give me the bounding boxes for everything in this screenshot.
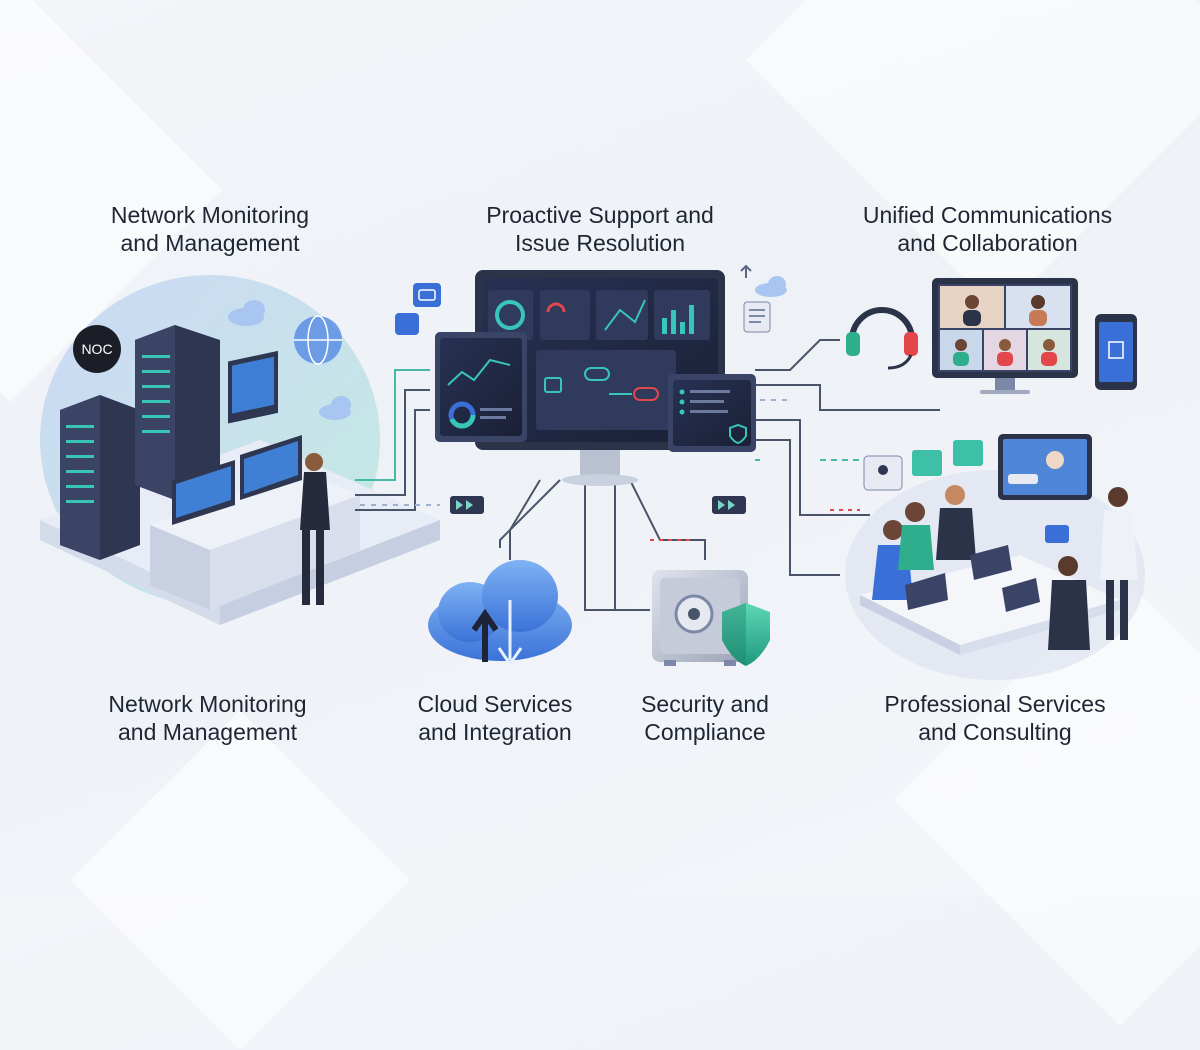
operator-person bbox=[300, 453, 330, 605]
smartphone-icon bbox=[1095, 314, 1137, 390]
data-packets bbox=[450, 496, 746, 514]
unified-comms-illustration bbox=[846, 278, 1137, 394]
server-rack-icon bbox=[135, 325, 220, 500]
label-top-center-line2: Issue Resolution bbox=[514, 230, 686, 256]
label-top-right-line1: Unified Communications bbox=[862, 202, 1113, 228]
noc-workstation bbox=[40, 275, 440, 625]
illustration bbox=[40, 264, 1145, 680]
label-bottom-right-line2: and Consulting bbox=[918, 719, 1072, 745]
label-top-left-line1: Network Monitoring bbox=[110, 202, 310, 228]
cloud-icon bbox=[755, 276, 787, 297]
cloud-icon bbox=[319, 396, 351, 420]
analytics-panel bbox=[435, 332, 527, 442]
label-bottom-left-line1: Network Monitoring bbox=[108, 691, 307, 717]
label-top-left: Network Monitoring and Management bbox=[100, 201, 320, 257]
main-dashboard-monitor bbox=[475, 270, 725, 486]
label-bottom-left: Network Monitoring and Management bbox=[95, 690, 320, 746]
chat-bubble-icon bbox=[863, 440, 983, 491]
noc-badge: NOC bbox=[73, 325, 121, 373]
monitor-icon bbox=[228, 350, 278, 424]
wall-display bbox=[998, 434, 1092, 500]
video-call-monitor bbox=[932, 278, 1078, 394]
label-bottom-cloud-line2: and Integration bbox=[418, 719, 572, 745]
connector-lines bbox=[355, 339, 940, 611]
team-member bbox=[1100, 487, 1138, 640]
monitor-icon bbox=[240, 435, 302, 500]
label-top-center: Proactive Support and Issue Resolution bbox=[470, 201, 730, 257]
team-member bbox=[898, 502, 934, 570]
headset-icon bbox=[846, 307, 918, 370]
label-top-center-line1: Proactive Support and bbox=[486, 202, 714, 228]
server-rack-icon bbox=[60, 395, 140, 560]
security-panel bbox=[668, 374, 756, 452]
label-top-right-line2: and Collaboration bbox=[897, 230, 1078, 256]
label-bottom-cloud: Cloud Services and Integration bbox=[405, 690, 585, 746]
cloud-icon bbox=[228, 300, 265, 326]
team-member bbox=[1048, 556, 1090, 650]
label-bottom-left-line2: and Management bbox=[117, 719, 297, 745]
label-bottom-security-line2: Compliance bbox=[644, 719, 766, 745]
label-top-left-line2: and Management bbox=[120, 230, 300, 256]
monitor-icon bbox=[172, 460, 235, 525]
label-bottom-security-line1: Security and bbox=[641, 691, 769, 717]
shield-icon bbox=[722, 603, 770, 666]
label-bottom-security: Security and Compliance bbox=[620, 690, 790, 746]
consulting-meeting bbox=[845, 434, 1145, 680]
label-bottom-right: Professional Services and Consulting bbox=[870, 690, 1120, 746]
globe-icon bbox=[294, 315, 342, 365]
cloud-icon bbox=[428, 560, 572, 667]
label-bottom-cloud-line1: Cloud Services bbox=[417, 691, 573, 717]
label-top-right: Unified Communications and Collaboration bbox=[850, 201, 1125, 257]
label-bottom-right-line1: Professional Services bbox=[884, 691, 1106, 717]
team-member bbox=[936, 485, 976, 560]
floating-icons bbox=[395, 264, 787, 335]
